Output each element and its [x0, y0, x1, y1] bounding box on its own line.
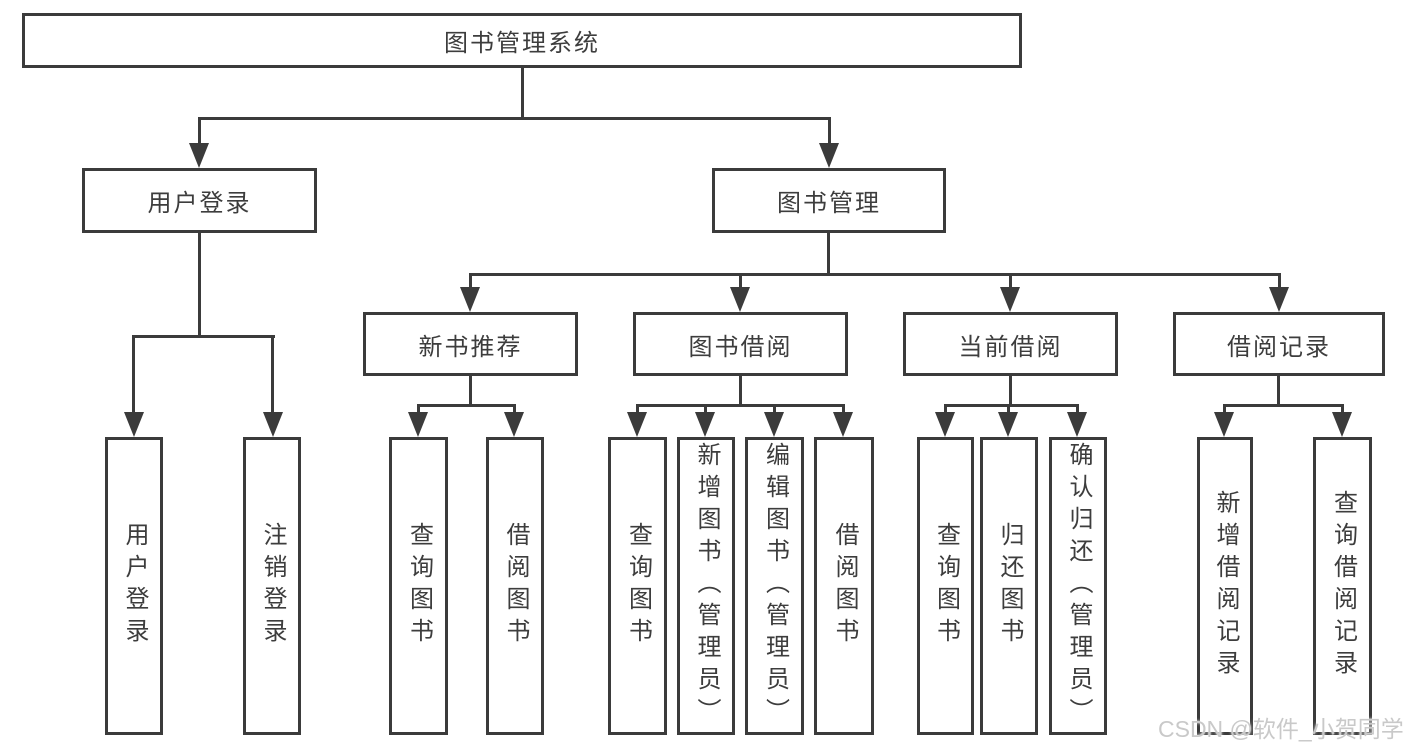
leaf-confirm-return-admin: 确认归还（管理员）	[1049, 437, 1107, 735]
connector-line	[513, 404, 516, 415]
connector-line	[417, 404, 516, 407]
connector-line	[1009, 376, 1012, 404]
csdn-watermark: CSDN @软件_小贺同学	[1158, 716, 1404, 742]
leaf-add-borrowing-record: 新增借阅记录	[1197, 437, 1253, 735]
arrow-down-icon	[627, 412, 647, 437]
arrow-down-icon	[1332, 412, 1352, 437]
connector-line	[417, 404, 420, 415]
connector-line	[521, 68, 524, 118]
connector-line	[944, 404, 1079, 407]
leaf-borrow-books-recommend: 借阅图书	[486, 437, 544, 735]
connector-line	[271, 335, 274, 415]
connector-line	[944, 404, 947, 415]
node-library-management-system: 图书管理系统	[22, 13, 1022, 68]
arrow-down-icon	[819, 143, 839, 168]
arrow-down-icon	[730, 287, 750, 312]
arrow-down-icon	[764, 412, 784, 437]
leaf-logout: 注销登录	[243, 437, 301, 735]
connector-line	[773, 404, 776, 415]
leaf-return-books: 归还图书	[980, 437, 1038, 735]
connector-line	[1076, 404, 1079, 415]
connector-line	[469, 376, 472, 404]
node-current-borrowing: 当前借阅	[903, 312, 1118, 376]
leaf-user-login: 用户登录	[105, 437, 163, 735]
arrow-down-icon	[833, 412, 853, 437]
leaf-query-books-recommend: 查询图书	[389, 437, 448, 735]
node-user-login: 用户登录	[82, 168, 317, 233]
leaf-query-books-current: 查询图书	[917, 437, 974, 735]
connector-line	[739, 376, 742, 404]
connector-line	[132, 335, 275, 338]
arrow-down-icon	[1269, 287, 1289, 312]
leaf-add-books-admin: 新增图书（管理员）	[677, 437, 735, 735]
arrow-down-icon	[1067, 412, 1087, 437]
arrow-down-icon	[695, 412, 715, 437]
connector-line	[1341, 404, 1344, 415]
connector-line	[1223, 404, 1226, 415]
connector-line	[739, 273, 742, 290]
arrow-down-icon	[189, 143, 209, 168]
arrow-down-icon	[935, 412, 955, 437]
leaf-borrow-books: 借阅图书	[814, 437, 874, 735]
connector-line	[198, 233, 201, 335]
connector-line	[469, 273, 1281, 276]
connector-line	[132, 335, 135, 415]
connector-line	[636, 404, 845, 407]
leaf-query-books-borrowing: 查询图书	[608, 437, 667, 735]
arrow-down-icon	[263, 412, 283, 437]
node-book-management: 图书管理	[712, 168, 946, 233]
arrow-down-icon	[998, 412, 1018, 437]
arrow-down-icon	[408, 412, 428, 437]
connector-line	[828, 117, 831, 147]
connector-line	[842, 404, 845, 415]
arrow-down-icon	[124, 412, 144, 437]
connector-line	[1278, 273, 1281, 290]
node-borrowing-records: 借阅记录	[1173, 312, 1385, 376]
arrow-down-icon	[1000, 287, 1020, 312]
arrow-down-icon	[504, 412, 524, 437]
connector-line	[704, 404, 707, 415]
arrow-down-icon	[460, 287, 480, 312]
connector-line	[469, 273, 472, 290]
node-book-borrowing: 图书借阅	[633, 312, 848, 376]
connector-line	[1277, 375, 1280, 404]
arrow-down-icon	[1214, 412, 1234, 437]
connector-line	[1009, 273, 1012, 290]
connector-line	[198, 117, 831, 120]
connector-line	[636, 404, 639, 415]
leaf-edit-books-admin: 编辑图书（管理员）	[745, 437, 804, 735]
leaf-query-borrowing-record: 查询借阅记录	[1313, 437, 1372, 735]
connector-line	[1007, 404, 1010, 415]
connector-line	[198, 117, 201, 147]
connector-line	[1224, 404, 1344, 407]
connector-line	[827, 233, 830, 273]
node-new-book-recommendation: 新书推荐	[363, 312, 578, 376]
